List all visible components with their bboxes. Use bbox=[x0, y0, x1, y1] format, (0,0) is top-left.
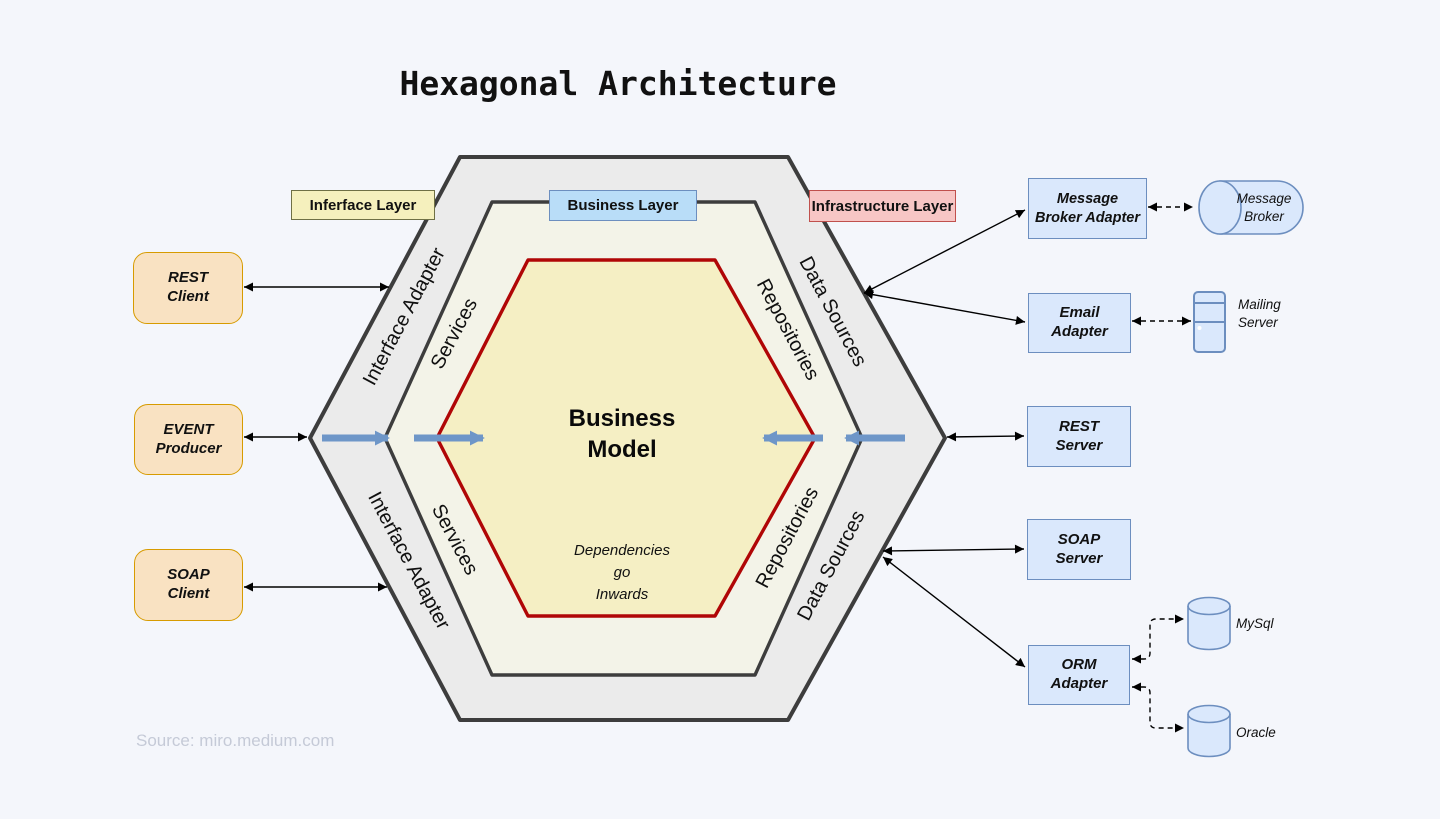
connector-message-broker-adapter bbox=[863, 209, 1026, 294]
message-broker-adapter-box: Message Broker Adapter bbox=[1028, 178, 1147, 239]
source-credit: Source: miro.medium.com bbox=[136, 731, 335, 750]
business-model-label: Business Model bbox=[568, 405, 676, 464]
connector-orm-oracle bbox=[1132, 682, 1184, 733]
message-broker-cylinder-body bbox=[1219, 180, 1304, 235]
mysql-cylinder-rim bbox=[1187, 605, 1231, 616]
legend-infrastructure-layer: Infrastructure Layer bbox=[809, 190, 956, 222]
mysql-cylinder bbox=[1187, 596, 1231, 651]
connector-rest-server bbox=[946, 431, 1025, 442]
soap-client-box: SOAP Client bbox=[134, 549, 243, 621]
connector-email-adapter bbox=[863, 290, 1026, 325]
event-producer-box: EVENT Producer bbox=[134, 404, 243, 475]
mailing-server-label: Mailing Server bbox=[1238, 297, 1281, 330]
orm-adapter-box: ORM Adapter bbox=[1028, 645, 1130, 705]
email-adapter-box: Email Adapter bbox=[1028, 293, 1131, 353]
mysql-label: MySql bbox=[1236, 616, 1274, 631]
dependencies-note: Dependencies go Inwards bbox=[574, 542, 670, 603]
diagram-title: Hexagonal Architecture bbox=[399, 64, 837, 103]
oracle-label: Oracle bbox=[1236, 725, 1276, 740]
soap-server-box: SOAP Server bbox=[1027, 519, 1131, 580]
oracle-cylinder-rim bbox=[1187, 713, 1231, 724]
message-broker-cylinder-cap bbox=[1198, 180, 1242, 235]
rest-server-box: REST Server bbox=[1027, 406, 1131, 467]
connector-orm-adapter bbox=[882, 556, 1026, 668]
connector-soap-server bbox=[882, 544, 1025, 556]
legend-business-layer: Business Layer bbox=[549, 190, 697, 221]
legend-interface-layer: Inferface Layer bbox=[291, 190, 435, 220]
oracle-cylinder bbox=[1187, 704, 1231, 758]
message-broker-label: Message Broker bbox=[1236, 191, 1292, 224]
rest-client-box: REST Client bbox=[133, 252, 243, 324]
mailing-server-led bbox=[1197, 326, 1202, 330]
connector-orm-mysql bbox=[1132, 614, 1184, 664]
